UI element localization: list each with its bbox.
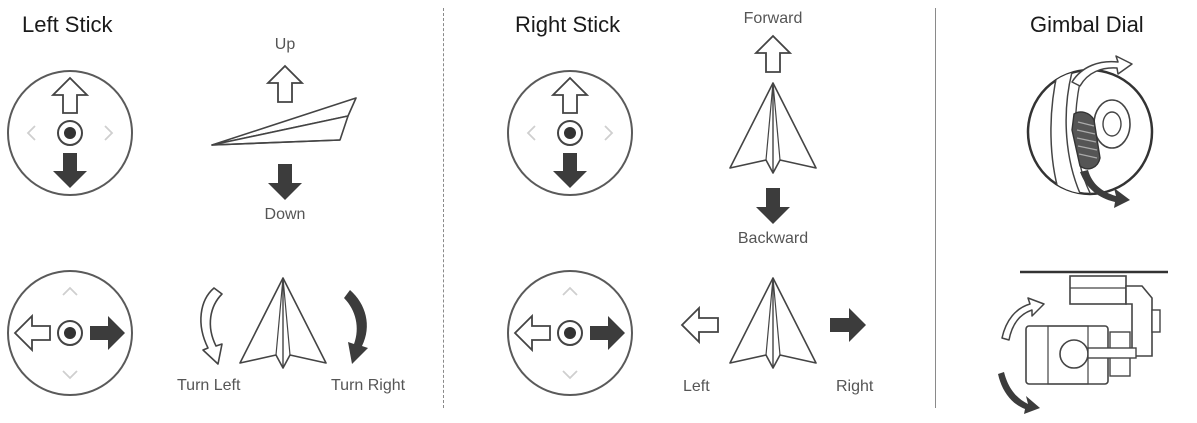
gimbal-dial-closeup-icon [1026,55,1154,208]
forward-arrow-icon [753,34,793,73]
forward-label: Forward [743,10,803,27]
paper-plane-top-roll-icon [729,277,817,369]
gimbal-camera-icon [998,270,1168,414]
paper-plane-top-pitch-icon [729,82,817,174]
right-stick-title: Right Stick [515,12,621,37]
section-divider-left [443,8,444,408]
section-divider-right [935,8,936,408]
right-arrow-icon [830,308,866,342]
left-stick-title: Left Stick [22,12,113,37]
paper-plane-side-icon [211,97,357,146]
turn-right-arrow-icon [344,290,368,364]
left-arrow-icon [680,305,719,345]
backward-label: Backward [737,230,809,247]
right-stick-vertical-icon [507,70,633,196]
left-label: Left [683,378,710,395]
left-stick-horizontal-icon [7,270,133,396]
down-label: Down [264,206,306,223]
left-stick-vertical-icon [7,70,133,196]
backward-arrow-icon [756,188,790,224]
down-arrow-icon [268,164,302,200]
turn-left-label: Turn Left [177,377,241,394]
right-stick-horizontal-icon [507,270,633,396]
right-label: Right [836,378,874,395]
up-label: Up [274,36,296,53]
paper-plane-top-yaw-icon [239,277,327,369]
turn-right-label: Turn Right [331,377,406,394]
gimbal-dial-title: Gimbal Dial [1030,12,1144,37]
up-arrow-icon [265,64,305,103]
turn-left-arrow-icon [200,287,223,365]
